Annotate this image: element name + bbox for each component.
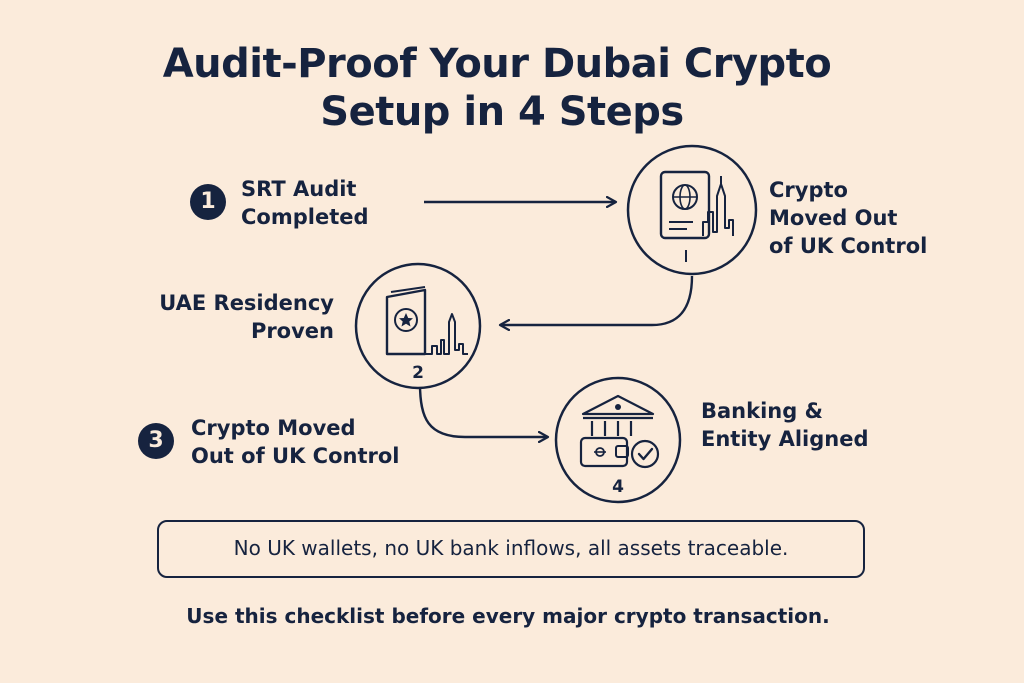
step-1-badge: 1 [190, 184, 226, 220]
banking-entity-label-line-1: Banking & [701, 399, 823, 423]
footer-text: Use this checklist before every major cr… [186, 604, 830, 628]
page-title: Audit-Proof Your Dubai Crypto Setup in 4… [0, 40, 1024, 136]
banking-entity-label: Banking & Entity Aligned [701, 397, 868, 453]
step-1-label-line-1: SRT Audit [241, 177, 357, 201]
step-number-2: 2 [412, 363, 424, 383]
crypto-moved-label-line-2: Moved Out [769, 206, 898, 230]
crypto-moved-label-line-3: of UK Control [769, 234, 928, 258]
step-1-label-line-2: Completed [241, 205, 369, 229]
requirements-note: No UK wallets, no UK bank inflows, all a… [157, 520, 865, 578]
title-line-2: Setup in 4 Steps [320, 89, 684, 135]
step-1-label: SRT Audit Completed [241, 175, 369, 231]
step-3-label-line-2: Out of UK Control [191, 444, 400, 468]
banking-entity-label-line-2: Entity Aligned [701, 427, 869, 451]
uae-residency-label-line-2: Proven [250, 319, 334, 343]
uae-residency-label: UAE Residency Proven [120, 289, 334, 345]
passport-star-skyline-icon: 2 [354, 262, 482, 390]
bank-wallet-check-icon: 4 [554, 376, 682, 504]
uae-residency-label-line-1: UAE Residency [159, 291, 334, 315]
arrow-step2-to-step3 [500, 275, 694, 325]
arrow-step3-to-step4 [418, 383, 548, 437]
step-3-label: Crypto Moved Out of UK Control [191, 414, 399, 470]
passport-globe-skyline-icon [626, 144, 758, 276]
step-3-badge: 3 [138, 423, 174, 459]
title-line-1: Audit-Proof Your Dubai Crypto [162, 41, 832, 87]
crypto-moved-label-line-1: Crypto [769, 178, 848, 202]
crypto-moved-label: Crypto Moved Out of UK Control [769, 176, 927, 260]
step-3-label-line-1: Crypto Moved [191, 416, 356, 440]
step-number-4: 4 [612, 477, 624, 497]
